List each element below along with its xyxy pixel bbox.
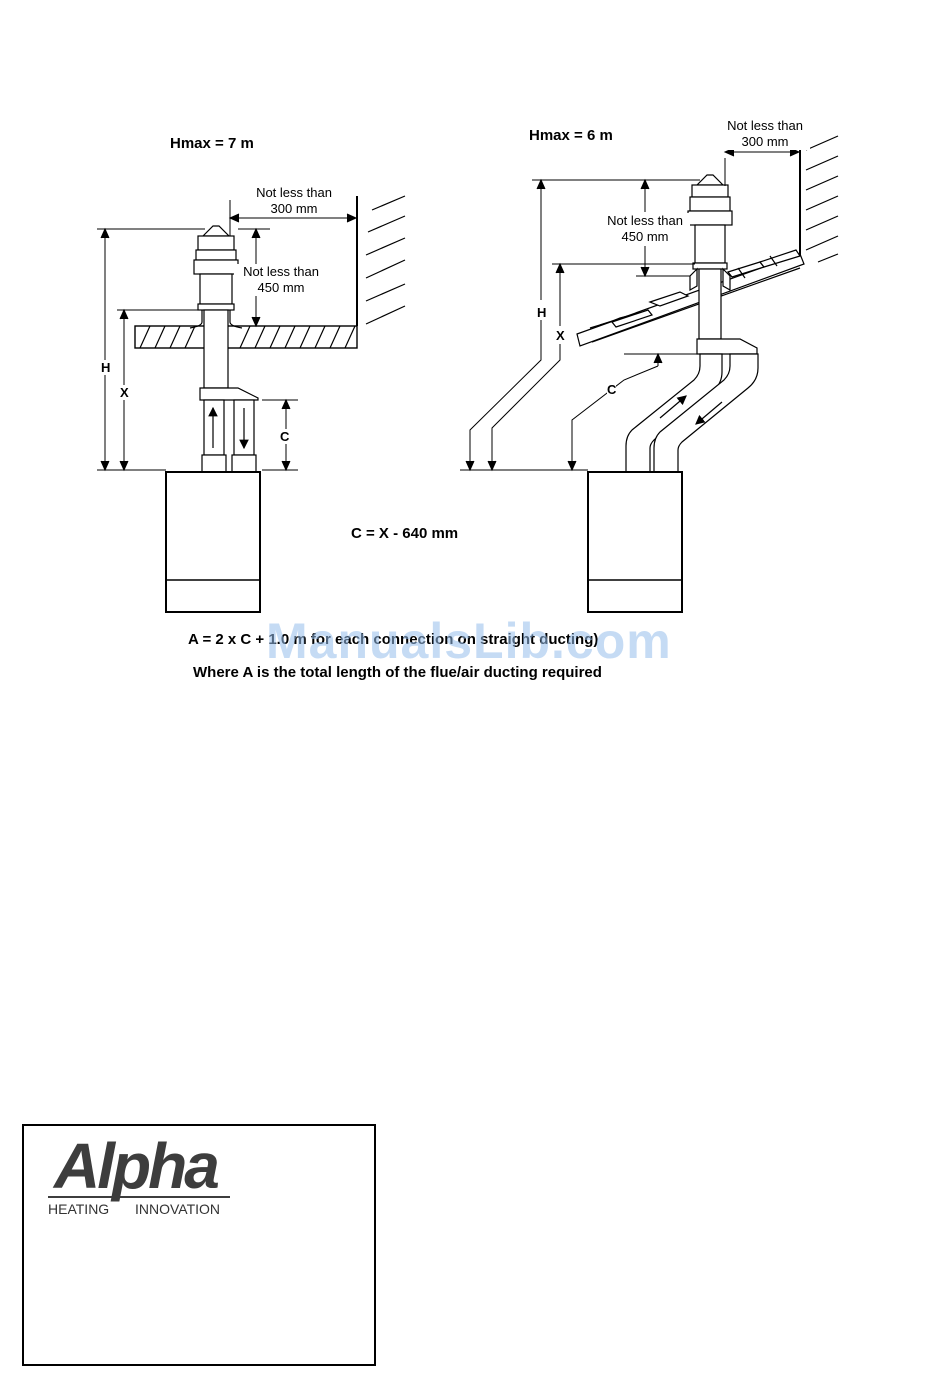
- logo-tagline: HEATING INNOVATION: [48, 1201, 220, 1217]
- right-wall: [800, 136, 838, 262]
- watermark: ManualsLib.com: [266, 612, 672, 670]
- left-boiler: [166, 472, 260, 612]
- left-dim-x: X: [120, 385, 129, 400]
- alpha-logo-wordmark: Alpha: [54, 1134, 217, 1198]
- left-clearance-450-label: Not less than 450 mm: [234, 264, 328, 296]
- left-clearance-300-line2: 300 mm: [244, 201, 344, 217]
- left-dim-h: H: [101, 360, 110, 375]
- left-clearance-450-line1: Not less than: [234, 264, 328, 280]
- right-dimensions: [460, 148, 799, 470]
- right-clearance-450-line1: Not less than: [600, 213, 690, 229]
- right-hmax-label: Hmax = 6 m: [529, 127, 613, 144]
- logo-tagline-innovation: INNOVATION: [135, 1201, 220, 1217]
- logo-tagline-heating: HEATING: [48, 1201, 109, 1217]
- logo-box: Alpha HEATING INNOVATION: [22, 1124, 376, 1366]
- right-clearance-450-label: Not less than 450 mm: [600, 213, 690, 245]
- left-flue-diagram: [97, 196, 405, 612]
- left-clearance-300-line1: Not less than: [244, 185, 344, 201]
- left-flat-roof: [135, 326, 357, 348]
- left-dim-c: C: [280, 429, 289, 444]
- right-clearance-450-line2: 450 mm: [600, 229, 690, 245]
- logo-underline: [48, 1196, 230, 1198]
- right-dim-x: X: [556, 328, 565, 343]
- right-boiler: [588, 472, 682, 612]
- c-formula: C = X - 640 mm: [351, 525, 458, 542]
- right-dim-c: C: [607, 382, 616, 397]
- left-wall: [357, 196, 405, 326]
- right-flue-diagram: [460, 136, 838, 612]
- left-clearance-450-line2: 450 mm: [234, 280, 328, 296]
- right-clearance-300-label: Not less than 300 mm: [720, 118, 810, 150]
- right-clearance-300-line1: Not less than: [720, 118, 810, 134]
- right-clearance-300-line2: 300 mm: [720, 134, 810, 150]
- left-clearance-300-label: Not less than 300 mm: [244, 185, 344, 217]
- left-hmax-label: Hmax = 7 m: [170, 135, 254, 152]
- right-dim-h: H: [537, 305, 546, 320]
